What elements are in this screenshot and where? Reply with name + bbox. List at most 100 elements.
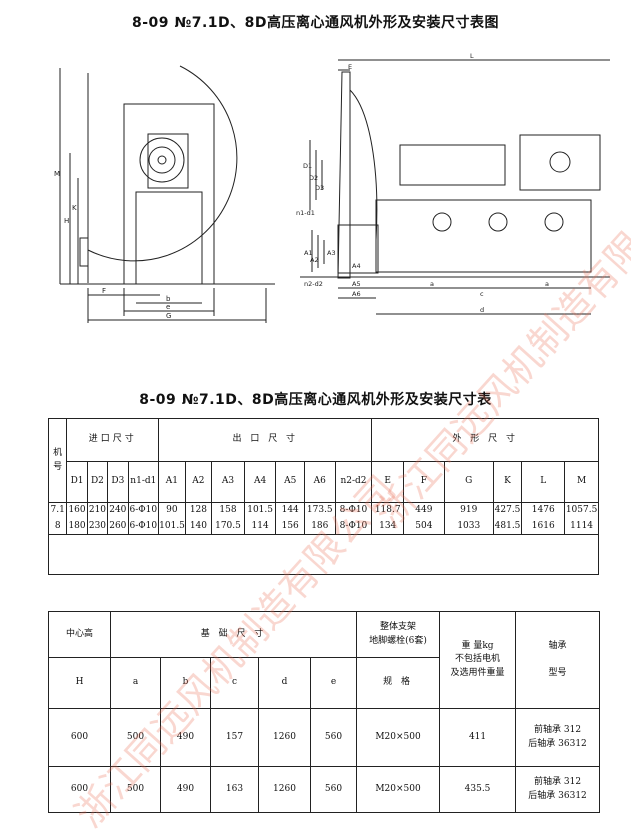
- table-cell: 1476: [521, 502, 566, 519]
- dim-label-A5: A5: [352, 280, 361, 288]
- dim-label-n2-d2: n2-d2: [304, 280, 323, 288]
- col-spec: 规 格: [356, 657, 441, 709]
- col-c: c: [210, 657, 259, 709]
- col-F: F: [403, 461, 445, 503]
- col-D2: D2: [86, 461, 109, 503]
- table-cell: 919: [443, 502, 494, 519]
- table-cell: 8: [47, 518, 68, 535]
- table-cell: 114: [243, 518, 277, 535]
- table-cell: 1033: [443, 518, 494, 535]
- table-cell: 230: [86, 518, 109, 535]
- dimension-table: 机号 进口尺寸 出 口 尺 寸 外 形 尺 寸 D1 D2 D3 n1-d1 A…: [47, 418, 599, 575]
- dim-label-A2: A2: [310, 256, 319, 264]
- table-cell: 210: [86, 502, 109, 519]
- table-cell: 7.1: [47, 502, 68, 519]
- col-D3: D3: [107, 461, 129, 503]
- dim-label-K: K: [72, 204, 77, 212]
- table-cell: 6-Φ10: [127, 518, 160, 535]
- table-cell: 163: [210, 766, 259, 813]
- outlet-header: 出 口 尺 寸: [158, 418, 373, 462]
- col-n1-d1: n1-d1: [127, 461, 160, 503]
- dim-label-n1-d1: n1-d1: [296, 209, 315, 217]
- inlet-header: 进口尺寸: [66, 418, 160, 462]
- dim-label-A4: A4: [352, 262, 361, 270]
- dim-label-D3: D3: [315, 184, 324, 192]
- table-cell: 490: [160, 766, 211, 813]
- table-cell: 101.5: [158, 518, 186, 535]
- table-cell: 180: [66, 518, 88, 535]
- foundation-header: 基 础 尺 寸: [109, 611, 358, 658]
- table-cell: 140: [184, 518, 213, 535]
- dim-label-E: E: [348, 63, 352, 71]
- dim-label-A6: A6: [352, 290, 361, 298]
- dim-label-d: d: [480, 306, 484, 314]
- table-row: 600 500 490 163 1260 560 M20×500 435.5 前…: [48, 766, 601, 813]
- dim-label-A3: A3: [327, 249, 336, 257]
- col-a: a: [110, 657, 161, 709]
- col-e: e: [309, 657, 358, 709]
- model-header: 机号: [47, 418, 68, 503]
- table-cell: 560: [309, 708, 358, 767]
- col-K: K: [492, 461, 523, 503]
- table-cell: 90: [158, 502, 186, 519]
- table-cell: 144: [275, 502, 305, 519]
- col-A1: A1: [158, 461, 186, 503]
- table-cell: M20×500: [356, 766, 441, 813]
- table-cell: 560: [309, 766, 358, 813]
- table-cell: 435.5: [439, 766, 517, 813]
- col-L: L: [521, 461, 566, 503]
- dim-label-D2: D2: [309, 174, 318, 182]
- table-cell: 427.5: [492, 502, 523, 519]
- dim-label-c: c: [480, 290, 484, 298]
- table-cell: 260: [107, 518, 129, 535]
- table-cell: 1260: [258, 766, 311, 813]
- table-cell: 8-Φ10: [334, 518, 373, 535]
- table-cell: 1260: [258, 708, 311, 767]
- dim-label-M: M: [54, 170, 60, 178]
- table-cell: 1114: [564, 518, 599, 535]
- table-cell: 1616: [521, 518, 566, 535]
- col-A3: A3: [211, 461, 245, 503]
- col-A4: A4: [243, 461, 277, 503]
- table-row: 8 180 230 260 6-Φ10 101.5 140 170.5 114 …: [47, 518, 599, 535]
- dim-label-D1: D1: [303, 162, 312, 170]
- table-cell: 411: [439, 708, 517, 767]
- table-cell: 160: [66, 502, 88, 519]
- table-row: 600 500 490 157 1260 560 M20×500 411 前轴承…: [48, 708, 601, 767]
- table-cell: 500: [110, 708, 161, 767]
- table-cell: 600: [48, 766, 111, 813]
- col-A2: A2: [184, 461, 213, 503]
- front-view-drawing: M H K F b e G: [54, 65, 275, 323]
- dim-label-b: b: [166, 295, 171, 303]
- col-d: d: [258, 657, 311, 709]
- dim-label-H: H: [64, 217, 69, 225]
- table-cell: 157: [210, 708, 259, 767]
- table-cell: 170.5: [211, 518, 245, 535]
- bearing-header: 轴承 型号: [515, 611, 601, 709]
- center-height-header: 中心高: [48, 611, 111, 658]
- dim-label-L: L: [470, 52, 474, 60]
- table-title: 8-09 №7.1D、8D高压离心通风机外形及安装尺寸表: [139, 392, 492, 408]
- col-D1: D1: [66, 461, 88, 503]
- bolt-header: 整体支架地脚螺栓(6套): [356, 611, 441, 658]
- dim-label-A1: A1: [304, 249, 313, 257]
- table-row: 7.1 160 210 240 6-Φ10 90 128 158 101.5 1…: [47, 502, 599, 519]
- dim-label-G: G: [166, 312, 171, 320]
- col-n2-d2: n2-d2: [334, 461, 373, 503]
- table-cell: 101.5: [243, 502, 277, 519]
- table-cell: 8-Φ10: [334, 502, 373, 519]
- table-cell: 600: [48, 708, 111, 767]
- dim-label-F: F: [102, 287, 106, 295]
- table-cell: 158: [211, 502, 245, 519]
- table-cell: 481.5: [492, 518, 523, 535]
- table-cell: 1057.5: [564, 502, 599, 519]
- table-cell: 240: [107, 502, 129, 519]
- col-M: M: [564, 461, 599, 503]
- dim-label-a-right: a: [545, 280, 549, 288]
- col-H: H: [48, 657, 111, 709]
- drawing-title: 8-09 №7.1D、8D高压离心通风机外形及安装尺寸表图: [131, 15, 500, 31]
